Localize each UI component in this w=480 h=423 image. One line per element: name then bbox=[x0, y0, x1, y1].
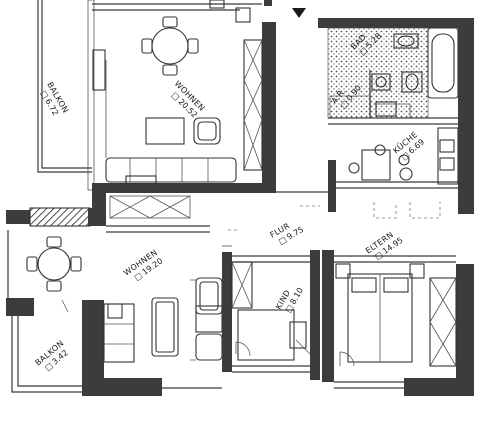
wohnen-top-room bbox=[92, 0, 276, 215]
wohnen-bottom-room bbox=[82, 195, 223, 396]
balkon-top-area bbox=[37, 0, 106, 191]
bathtub bbox=[427, 27, 459, 99]
eltern-room bbox=[322, 250, 474, 396]
area-symbol: □ bbox=[170, 90, 182, 102]
label-wohnen-top: WOHNEN □20.52 bbox=[170, 79, 207, 120]
area-symbol: □ bbox=[339, 99, 351, 111]
area-symbol: □ bbox=[373, 250, 384, 262]
label-kind: KIND □8.10 bbox=[274, 286, 305, 314]
room-area: 8.10 bbox=[288, 286, 305, 306]
label-wohnen-bottom: WOHNEN □19.20 bbox=[122, 248, 164, 283]
label-kueche: KÜCHE □6.69 bbox=[391, 129, 426, 162]
kind-room bbox=[222, 250, 320, 380]
area-symbol: □ bbox=[358, 45, 370, 57]
label-balkon-bottom: BALKON □3.42 bbox=[34, 339, 70, 373]
balkon-bottom-area bbox=[6, 207, 106, 393]
flur-room bbox=[162, 191, 328, 389]
balcony-table bbox=[37, 247, 71, 281]
area-symbol: □ bbox=[284, 303, 296, 314]
label-eltern: ELTERN □14.95 bbox=[364, 230, 405, 262]
dining-table bbox=[151, 27, 189, 65]
area-symbol: □ bbox=[43, 361, 55, 373]
area-symbol: □ bbox=[277, 235, 288, 247]
label-flur: FLUR □9.75 bbox=[269, 221, 306, 247]
kueche-room bbox=[328, 127, 460, 219]
ar-room bbox=[328, 95, 460, 125]
area-symbol: □ bbox=[133, 271, 144, 283]
area-symbol: □ bbox=[399, 150, 411, 162]
area-symbol: □ bbox=[39, 89, 51, 100]
north-marker-icon bbox=[292, 8, 306, 18]
